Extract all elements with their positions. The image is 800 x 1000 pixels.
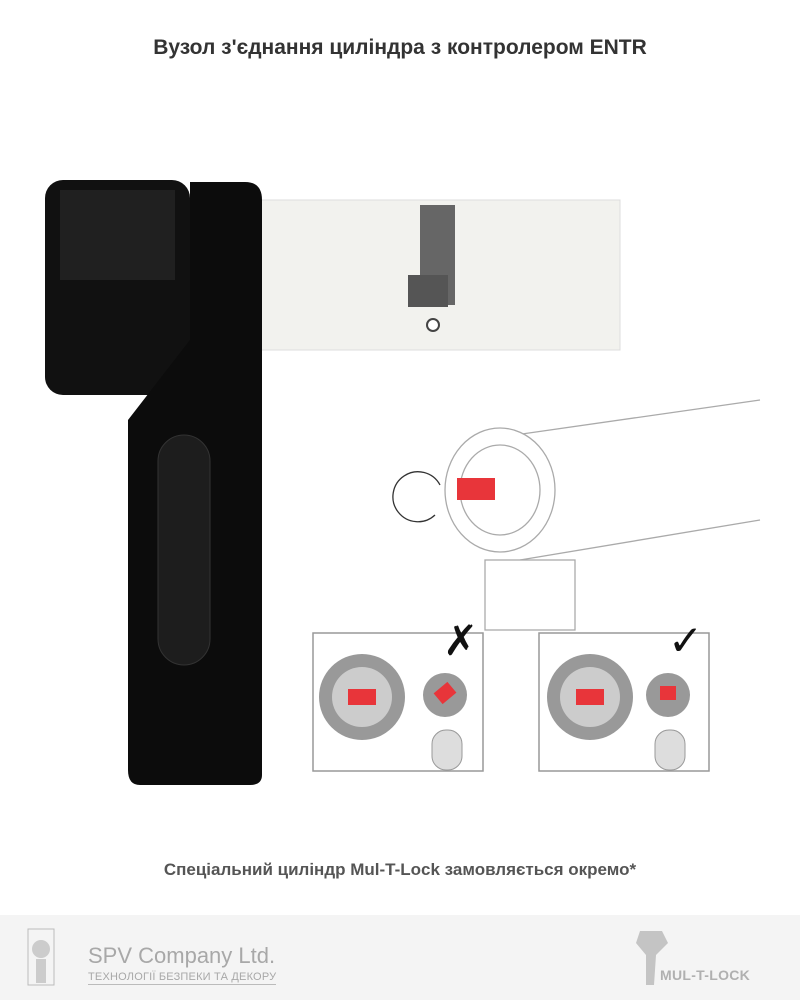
wrong-position-panel [312, 632, 484, 772]
cylinder-note: Спеціальний циліндр Mul-T-Lock замовляєт… [163, 860, 637, 879]
page-title: Вузол з'єднання циліндра з контролером E… [153, 36, 647, 59]
mul-t-lock-key-icon [636, 931, 668, 985]
footer: SPV Company Ltd. ТЕХНОЛОГІЇ БЕЗПЕКИ ТА Д… [0, 915, 800, 1000]
cam-indicator [457, 478, 495, 500]
brand-name: MUL-T-LOCK [660, 967, 751, 983]
correct-position-panel [538, 632, 710, 772]
wrong-mark: ✗ [443, 616, 478, 665]
spv-logo-icon [27, 928, 55, 986]
company-name: SPV Company Ltd. [88, 943, 276, 968]
cylinder-image [254, 199, 621, 351]
entr-controller-image [45, 180, 262, 785]
cylinder-line-drawing [392, 399, 761, 631]
right-mark: ✓ [668, 616, 703, 665]
company-tagline: ТЕХНОЛОГІЇ БЕЗПЕКИ ТА ДЕКОРУ [88, 971, 277, 985]
